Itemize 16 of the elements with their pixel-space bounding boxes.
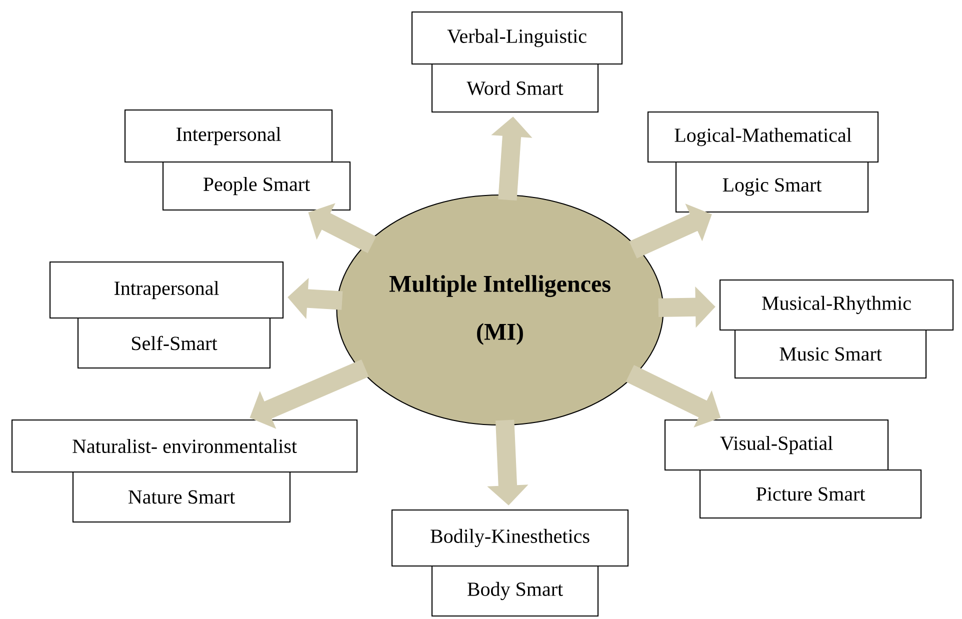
text-box: Verbal-Linguistic xyxy=(411,11,623,65)
text-box: Naturalist- environmentalist xyxy=(11,419,358,473)
text-box: Self-Smart xyxy=(77,317,271,369)
text-box: Body Smart xyxy=(431,565,599,617)
text-box: Music Smart xyxy=(734,329,927,379)
text-box: Visual-Spatial xyxy=(664,419,889,471)
text-box: People Smart xyxy=(162,161,351,211)
text-box: Nature Smart xyxy=(72,471,291,523)
text-box: Logic Smart xyxy=(675,161,869,213)
text-box: Bodily-Kinesthetics xyxy=(391,509,629,567)
text-box: Musical-Rhythmic xyxy=(719,279,954,331)
text-box: Intrapersonal xyxy=(49,261,284,319)
text-box: Word Smart xyxy=(431,63,599,113)
text-box: Logical-Mathematical xyxy=(647,111,879,163)
text-box: Interpersonal xyxy=(124,109,333,163)
text-box: Picture Smart xyxy=(699,469,922,519)
